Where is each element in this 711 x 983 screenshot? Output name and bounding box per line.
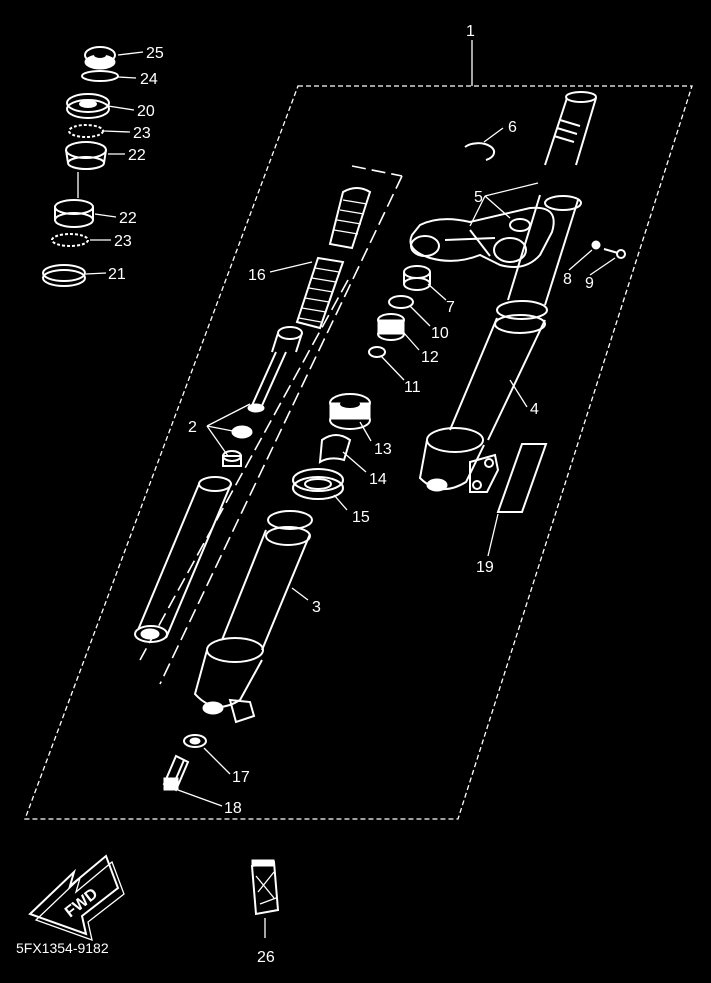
part-label-21: 21 bbox=[108, 266, 126, 283]
part-15-oil-seal bbox=[292, 468, 344, 500]
part-label-23-bottom: 23 bbox=[114, 233, 132, 250]
part-label-13: 13 bbox=[374, 441, 392, 458]
inner-tube-left bbox=[134, 476, 232, 643]
assembly-frame bbox=[24, 85, 693, 820]
part-label-22-top: 22 bbox=[128, 147, 146, 164]
part-26-decal bbox=[250, 859, 280, 916]
part-number-labels: 1 25 24 20 23 22 22 23 21 6 5 8 9 16 7 1… bbox=[108, 23, 594, 966]
part-label-1: 1 bbox=[466, 23, 475, 40]
part-24-washer bbox=[81, 70, 119, 82]
part-label-7: 7 bbox=[446, 299, 455, 316]
part-18-bolt bbox=[162, 754, 190, 792]
part-label-8: 8 bbox=[563, 271, 572, 288]
part-2-damper-rod bbox=[222, 326, 303, 467]
part-label-22-bottom: 22 bbox=[119, 210, 137, 227]
part-label-16: 16 bbox=[248, 267, 266, 284]
drawing-code: 5FX1354-9182 bbox=[16, 940, 109, 956]
part-label-2: 2 bbox=[188, 419, 197, 436]
part-16-fork-spring bbox=[295, 187, 372, 330]
part-14-clip bbox=[318, 434, 352, 464]
part-11-ring bbox=[368, 346, 386, 358]
part-23-ball-race-bottom bbox=[51, 233, 89, 247]
part-label-5: 5 bbox=[474, 189, 483, 206]
part-25-nut bbox=[84, 46, 116, 70]
part-label-9: 9 bbox=[585, 275, 594, 292]
part-3-outer-tube-left bbox=[193, 510, 313, 724]
part-22-race-bottom bbox=[54, 199, 94, 228]
part-21-seal bbox=[42, 264, 86, 287]
part-label-19: 19 bbox=[476, 559, 494, 576]
part-label-12: 12 bbox=[421, 349, 439, 366]
part-8-washer bbox=[591, 240, 601, 250]
part-13-dust-seal bbox=[329, 393, 371, 430]
part-19-label bbox=[496, 443, 548, 513]
part-label-17: 17 bbox=[232, 769, 250, 786]
part-label-20: 20 bbox=[137, 103, 155, 120]
part-label-10: 10 bbox=[431, 325, 449, 342]
part-5-triple-clamp bbox=[409, 206, 555, 268]
part-label-25: 25 bbox=[146, 45, 164, 62]
part-6-circlip bbox=[464, 142, 496, 161]
part-20-ring-nut bbox=[66, 93, 110, 119]
subassembly-outline bbox=[139, 165, 403, 685]
part-label-14: 14 bbox=[369, 471, 387, 488]
part-7-collar bbox=[403, 265, 431, 291]
part-label-15: 15 bbox=[352, 509, 370, 526]
part-label-11: 11 bbox=[404, 379, 421, 396]
part-12-cap bbox=[377, 313, 405, 341]
part-10-o-ring bbox=[388, 295, 414, 309]
part-label-3: 3 bbox=[312, 599, 321, 616]
leader-lines bbox=[85, 40, 616, 938]
part-label-6: 6 bbox=[508, 119, 517, 136]
part-22-race-top bbox=[65, 141, 107, 170]
part-17-washer bbox=[183, 734, 207, 748]
part-label-4: 4 bbox=[530, 401, 539, 418]
part-label-24: 24 bbox=[140, 71, 158, 88]
part-9-bolt bbox=[603, 248, 626, 259]
part-23-ball-race-top bbox=[68, 124, 104, 138]
fwd-direction-arrow: FWD bbox=[28, 854, 125, 942]
part-4-outer-tube-right bbox=[418, 91, 597, 493]
part-label-23-top: 23 bbox=[133, 125, 151, 142]
part-label-26: 26 bbox=[257, 949, 275, 966]
part-label-18: 18 bbox=[224, 800, 242, 817]
